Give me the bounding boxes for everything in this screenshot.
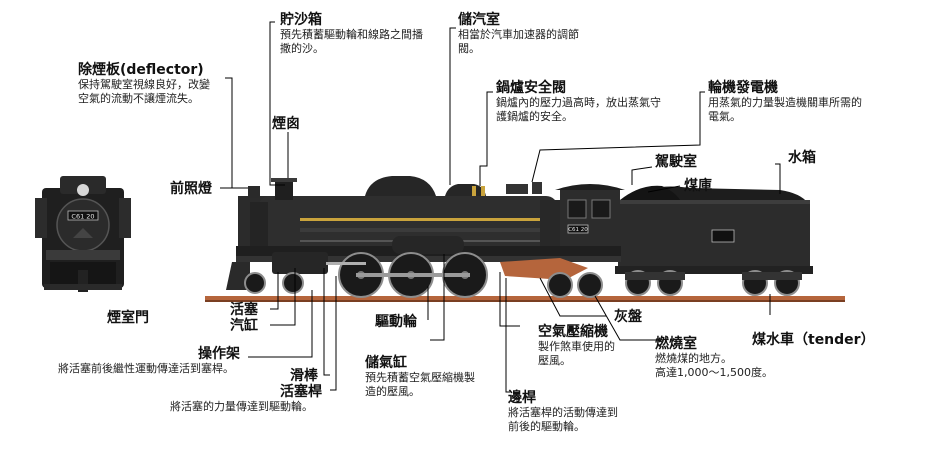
- label-desc: 將活塞桿的活動傳達到: [508, 406, 618, 419]
- front-number-plate: C61 20: [71, 213, 94, 221]
- label-safety-valve: 鍋爐安全閥 鍋爐內的壓力過高時，放出蒸氣守 護鍋爐的安全。: [496, 80, 661, 124]
- label-water-tank: 水箱: [788, 150, 816, 166]
- label-title: 煙囪: [272, 116, 300, 132]
- label-desc: 用蒸氣的力量製造機關車所需的: [708, 96, 862, 109]
- label-smokebox-door: 煙室門: [107, 310, 149, 326]
- smokebox-door-shape: [56, 198, 110, 252]
- label-chimney: 煙囪: [272, 116, 300, 132]
- label-title: 貯沙箱: [280, 12, 322, 28]
- label-valve-gear: 操作架 將活塞前後繼性運動傳達活到塞桿。: [58, 346, 240, 376]
- piston-rod-shape: [326, 262, 366, 265]
- label-title: 灰盤: [614, 309, 642, 325]
- cab-number-plate: C61 20: [568, 227, 588, 233]
- label-desc: 預先積蓄驅動輪和線路之間播: [280, 28, 423, 41]
- label-desc: 預先積蓄空氣壓縮機製: [365, 371, 475, 384]
- label-title: 汽缸: [230, 318, 258, 334]
- label-desc: 保持駕駛室視線良好，改變: [78, 78, 210, 91]
- label-desc: 將活塞的力量傳達到驅動輪。: [170, 400, 313, 413]
- label-desc: 壓風。: [538, 354, 571, 367]
- rail-shadow: [205, 300, 845, 302]
- front-headlight-lens: [77, 184, 89, 196]
- label-title: 水箱: [788, 150, 816, 166]
- label-ash-pan: 灰盤: [614, 309, 642, 325]
- label-title: 輪機發電機: [708, 80, 778, 96]
- label-desc: 將活塞前後繼性運動傳達活到塞桿。: [58, 362, 234, 375]
- label-coal-bunker: 煤庫: [684, 178, 712, 194]
- label-title: 前照燈: [170, 181, 212, 197]
- label-title: 活塞: [230, 302, 258, 318]
- side-rod-shape: [356, 273, 470, 277]
- label-title: 儲汽室: [458, 12, 500, 28]
- label-side-rod: 邊桿 將活塞桿的活動傳達到 前後的驅動輪。: [508, 390, 618, 434]
- label-turbo-generator: 輪機發電機 用蒸氣的力量製造機關車所需的 電氣。: [708, 80, 862, 124]
- label-title: 燃燒室: [655, 336, 697, 352]
- rail: [205, 296, 845, 300]
- label-cylinder: 汽缸: [230, 318, 258, 334]
- label-headlight: 前照燈: [170, 181, 212, 197]
- label-title: 儲氣缸: [365, 355, 407, 371]
- label-cab: 駕駛室: [655, 154, 697, 170]
- tender-body: [615, 186, 813, 296]
- label-title: 滑棒: [290, 368, 318, 384]
- label-piston-rod: 活塞桿 將活塞的力量傳達到驅動輪。: [170, 384, 322, 414]
- label-sand-box: 貯沙箱 預先積蓄驅動輪和線路之間播 撒的沙。: [280, 12, 423, 56]
- label-air-compressor: 空氣壓縮機 製作煞車使用的 壓風。: [538, 324, 615, 368]
- label-deflector: 除煙板(deflector) 保持駕駛室視線良好，改變 空氣的流動不讓煙流失。: [78, 62, 210, 106]
- label-title: 操作架: [198, 346, 240, 362]
- label-desc: 造的壓風。: [365, 385, 420, 398]
- label-desc: 相當於汽車加速器的調節: [458, 28, 579, 41]
- label-title: 鍋爐安全閥: [496, 80, 566, 96]
- label-title: 邊桿: [508, 390, 536, 406]
- label-crosshead: 滑棒: [290, 368, 318, 384]
- chimney-shape: [275, 180, 293, 200]
- label-title: 駕駛室: [655, 154, 697, 170]
- label-air-reservoir: 儲氣缸 預先積蓄空氣壓縮機製 造的壓風。: [365, 355, 475, 399]
- front-view: C61 20: [35, 176, 131, 292]
- label-title: 驅動輪: [375, 314, 417, 330]
- label-title: 活塞桿: [280, 384, 322, 400]
- label-piston: 活塞: [230, 302, 258, 318]
- label-steam-dome: 儲汽室 相當於汽車加速器的調節 閥。: [458, 12, 579, 56]
- cylinder-shape: [272, 252, 328, 274]
- label-desc: 護鍋爐的安全。: [496, 110, 573, 123]
- label-desc: 高達1,000～1,500度。: [655, 366, 773, 379]
- label-tender: 煤水車（tender）: [752, 332, 875, 348]
- label-desc: 閥。: [458, 42, 480, 55]
- label-title: 除煙板(deflector): [78, 62, 204, 78]
- leader-lines: [220, 21, 781, 393]
- label-driving-wheel: 驅動輪: [375, 314, 417, 330]
- label-title: 煤水車（tender）: [752, 332, 875, 348]
- label-desc: 撒的沙。: [280, 42, 324, 55]
- label-title: 煤庫: [684, 178, 712, 194]
- label-title: 煙室門: [107, 310, 149, 326]
- label-desc: 空氣的流動不讓煙流失。: [78, 92, 199, 105]
- label-firebox: 燃燒室 燃燒煤的地方。 高達1,000～1,500度。: [655, 336, 773, 380]
- label-desc: 燃燒煤的地方。: [655, 352, 732, 365]
- label-desc: 前後的驅動輪。: [508, 420, 585, 433]
- label-title: 空氣壓縮機: [538, 324, 608, 340]
- label-desc: 鍋爐內的壓力過高時，放出蒸氣守: [496, 96, 661, 109]
- label-desc: 電氣。: [708, 110, 741, 123]
- label-desc: 製作煞車使用的: [538, 340, 615, 353]
